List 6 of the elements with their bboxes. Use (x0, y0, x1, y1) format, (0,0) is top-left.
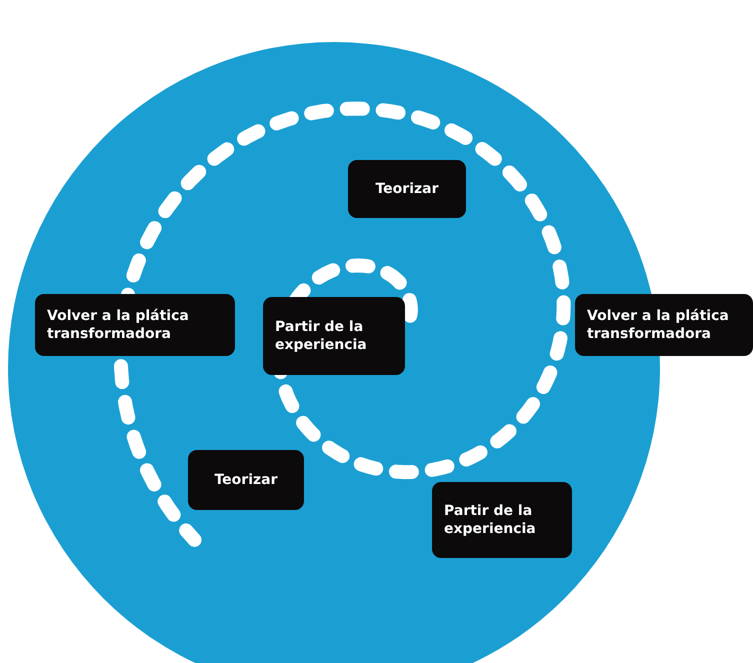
step-label: Teorizar (348, 160, 466, 218)
step-label: Volver a la plática transformadora (35, 294, 235, 356)
step-label: Volver a la plática transformadora (575, 294, 753, 356)
step-label: Partir de la experiencia (263, 297, 405, 375)
step-label: Partir de la experiencia (432, 482, 572, 558)
step-label: Teorizar (188, 450, 304, 510)
